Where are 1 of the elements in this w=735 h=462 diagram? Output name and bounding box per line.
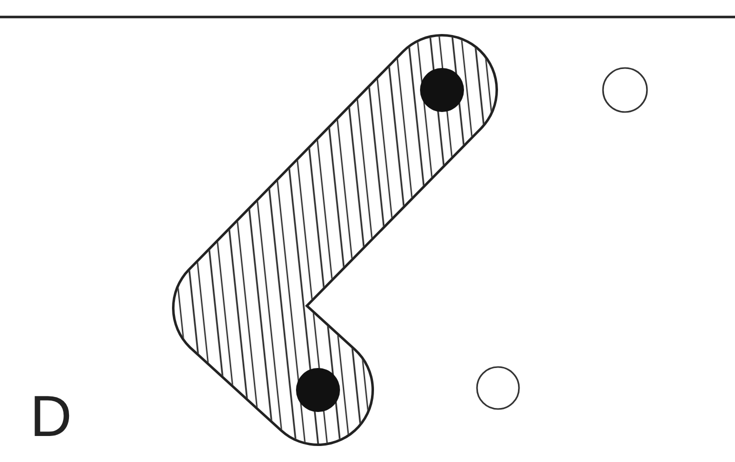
panel-letter: D [30, 388, 72, 446]
